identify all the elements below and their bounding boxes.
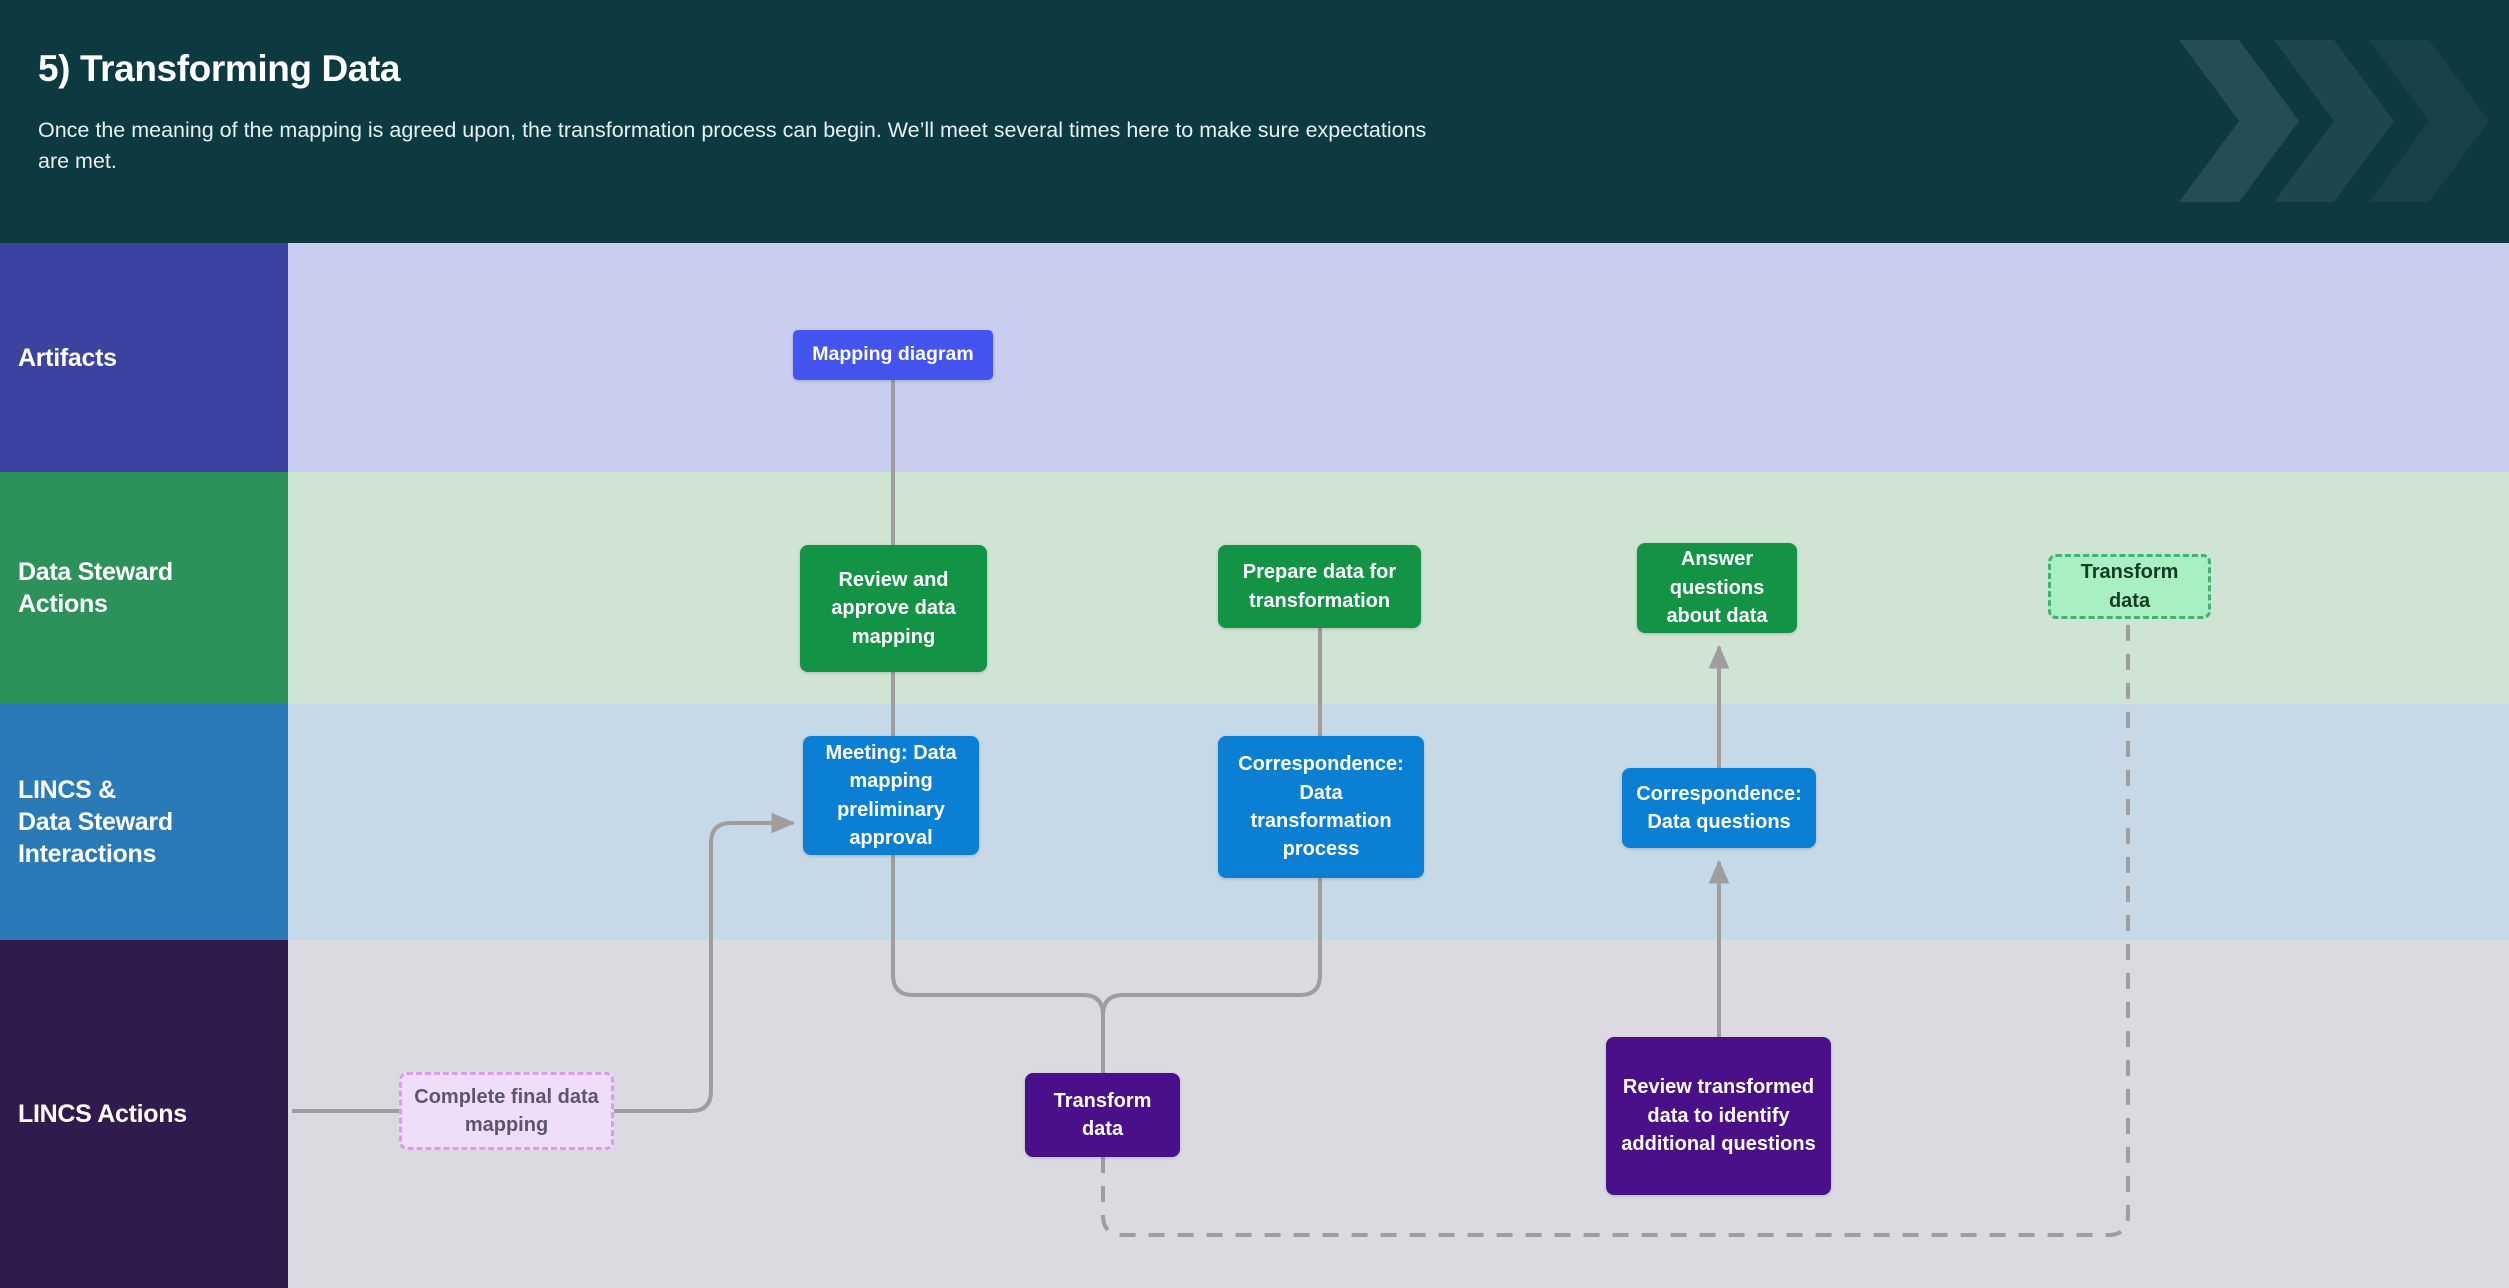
swimlane-label-interactions: LINCS & Data Steward Interactions bbox=[0, 704, 288, 940]
swimlane-artifacts: Artifacts bbox=[0, 243, 2509, 472]
swimlane-lincs: LINCS Actions bbox=[0, 940, 2509, 1288]
node-correspondence-questions[interactable]: Correspondence: Data questions bbox=[1622, 768, 1816, 848]
swimlane-body-artifacts bbox=[288, 243, 2509, 472]
node-label: Answer questions about data bbox=[1666, 548, 1768, 628]
triple-chevron-right-icon bbox=[2179, 40, 2489, 202]
swimlane-label-text: Artifacts bbox=[18, 343, 117, 372]
page-subtitle: Once the meaning of the mapping is agree… bbox=[38, 118, 1427, 173]
node-answer-questions[interactable]: Answer questions about data bbox=[1637, 543, 1797, 633]
swimlane-label-text: LINCS Actions bbox=[18, 1100, 187, 1128]
node-label: Correspondence: Data transformation proc… bbox=[1238, 753, 1404, 861]
node-transform-data-steward[interactable]: Transform data bbox=[2048, 554, 2211, 619]
swimlane-label-steward: Data Steward Actions bbox=[0, 472, 288, 704]
node-mapping-diagram[interactable]: Mapping diagram bbox=[793, 330, 993, 380]
node-label: Transform data bbox=[1053, 1089, 1152, 1140]
swimlane-body-lincs bbox=[288, 940, 2509, 1288]
chevron-decoration bbox=[2169, 0, 2509, 243]
node-label: Meeting: Data mapping preliminary approv… bbox=[825, 741, 957, 849]
node-prepare-data[interactable]: Prepare data for transformation bbox=[1218, 545, 1421, 628]
swimlane-label-text: Data Steward Actions bbox=[18, 558, 173, 618]
node-correspondence-transform[interactable]: Correspondence: Data transformation proc… bbox=[1218, 736, 1424, 878]
node-review-transformed[interactable]: Review transformed data to identify addi… bbox=[1606, 1037, 1831, 1195]
node-label: Review and approve data mapping bbox=[831, 568, 956, 648]
node-label: Review transformed data to identify addi… bbox=[1621, 1076, 1816, 1156]
swimlane-label-lincs: LINCS Actions bbox=[0, 940, 288, 1288]
node-label: Mapping diagram bbox=[812, 343, 974, 366]
node-meeting-prelim-approval[interactable]: Meeting: Data mapping preliminary approv… bbox=[803, 736, 979, 855]
slide-header: 5) Transforming Data Once the meaning of… bbox=[0, 0, 2509, 243]
node-transform-data-lincs[interactable]: Transform data bbox=[1025, 1073, 1180, 1157]
swimlane-label-text: LINCS & Data Steward Interactions bbox=[18, 776, 173, 868]
node-review-approve-mapping[interactable]: Review and approve data mapping bbox=[800, 545, 987, 672]
node-label: Transform data bbox=[2080, 561, 2179, 612]
node-complete-final-mapping[interactable]: Complete final data mapping bbox=[399, 1072, 614, 1150]
node-label: Prepare data for transformation bbox=[1242, 561, 1397, 612]
page-title: 5) Transforming Data bbox=[38, 48, 401, 89]
swimlane-label-artifacts: Artifacts bbox=[0, 243, 288, 472]
node-label: Correspondence: Data questions bbox=[1636, 782, 1802, 833]
node-label: Complete final data mapping bbox=[414, 1085, 599, 1136]
